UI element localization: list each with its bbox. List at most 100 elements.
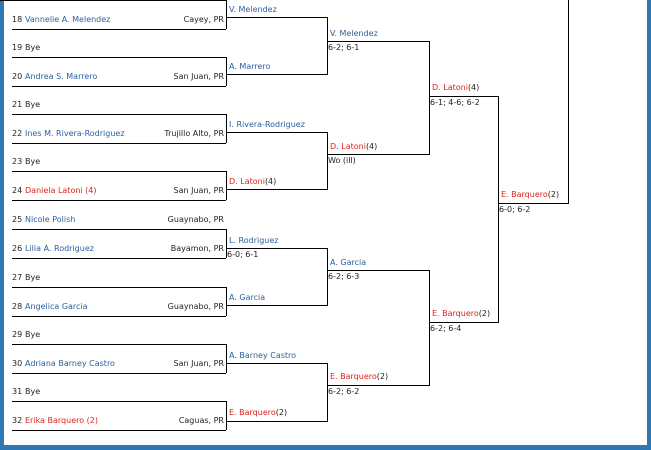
draw-line-number: 23 — [12, 157, 23, 166]
draw-line-number: 30 — [12, 359, 23, 368]
match-connector — [429, 41, 430, 155]
frame-border-left — [0, 0, 4, 450]
match-score: 6-0; 6-2 — [499, 205, 531, 214]
player-name[interactable]: Adriana Barney Castro — [25, 359, 115, 368]
draw-line-number: 18 — [12, 15, 23, 24]
winner-name[interactable]: I. Rivera-Rodriguez — [229, 120, 305, 129]
player-location: Guaynabo, PR — [167, 302, 224, 311]
result-line — [226, 189, 327, 190]
entry-line — [12, 114, 226, 115]
result-line — [226, 74, 327, 75]
player-location: San Juan, PR — [173, 72, 224, 81]
match-score: 6-2; 6-4 — [430, 324, 462, 333]
match-score: 6-1; 4-6; 6-2 — [430, 98, 480, 107]
entry-line — [12, 373, 226, 374]
player-name: Bye — [25, 387, 41, 396]
entry-line — [12, 430, 226, 431]
winner-name[interactable]: D. Latoni(4) — [330, 142, 378, 151]
player-location: Guaynabo, PR — [167, 215, 224, 224]
draw-line-number: 32 — [12, 416, 23, 425]
player-name[interactable]: Daniela Latoni (4) — [25, 186, 97, 195]
player-location: Caguas, PR — [178, 416, 224, 425]
draw-line-number: 29 — [12, 330, 23, 339]
winner-name[interactable]: A. Marrero — [229, 62, 271, 71]
entry-line — [12, 287, 226, 288]
match-connector — [226, 344, 227, 373]
winner-name[interactable]: L. Rodriguez — [229, 236, 279, 245]
player-name: Bye — [25, 100, 41, 109]
player-name[interactable]: Ines M. Rivera-Rodriguez — [25, 129, 125, 138]
player-name[interactable]: Angelica Garcia — [25, 302, 88, 311]
winner-name[interactable]: E. Barquero(2) — [432, 309, 491, 318]
match-connector — [327, 132, 328, 190]
result-line — [226, 17, 327, 18]
result-line — [429, 96, 498, 97]
winner-name[interactable]: A. Barney Castro — [229, 351, 297, 360]
winner-name[interactable]: A. Garcia — [229, 293, 266, 302]
match-connector — [226, 57, 227, 86]
player-name[interactable]: Erika Barquero (2) — [25, 416, 98, 425]
entry-line — [12, 229, 226, 230]
match-score: 6-2; 6-2 — [328, 387, 360, 396]
winner-name[interactable]: V. Melendez — [330, 29, 378, 38]
winner-name[interactable]: E. Barquero(2) — [501, 190, 560, 199]
result-line — [226, 132, 327, 133]
match-score: 6-0; 6-1 — [227, 250, 259, 259]
entry-line — [12, 316, 226, 317]
result-line — [327, 41, 429, 42]
match-connector — [327, 363, 328, 422]
player-name: Bye — [25, 330, 41, 339]
draw-line-number: 25 — [12, 215, 23, 224]
entry-line — [12, 29, 226, 30]
result-line — [226, 305, 327, 306]
match-connector — [226, 171, 227, 200]
frame-border-bottom — [0, 445, 651, 450]
player-name[interactable]: Andrea S. Marrero — [25, 72, 98, 81]
player-name: Bye — [25, 273, 41, 282]
player-name: Bye — [25, 43, 41, 52]
winner-name[interactable]: A. Garcia — [330, 258, 367, 267]
result-line — [498, 203, 568, 204]
entry-line — [12, 401, 226, 402]
player-location: Cayey, PR — [183, 15, 224, 24]
entry-line — [12, 57, 226, 58]
player-name[interactable]: Lilia A. Rodriguez — [25, 244, 94, 253]
winner-name[interactable]: D. Latoni(4) — [432, 83, 480, 92]
draw-line-number: 28 — [12, 302, 23, 311]
match-connector — [498, 96, 499, 323]
result-line — [327, 154, 429, 155]
entry-line — [12, 258, 226, 259]
player-name[interactable]: Vannelie A. Melendez — [25, 15, 111, 24]
match-connector — [429, 270, 430, 386]
match-connector — [226, 114, 227, 143]
match-score: 6-2; 6-3 — [328, 272, 360, 281]
winner-name[interactable]: E. Barquero(2) — [330, 372, 389, 381]
draw-line-number: 21 — [12, 100, 23, 109]
result-line — [429, 322, 498, 323]
player-location: San Juan, PR — [173, 186, 224, 195]
player-location: Bayamon, PR — [170, 244, 224, 253]
result-line — [327, 385, 429, 386]
player-name[interactable]: Nicole Polish — [25, 215, 76, 224]
match-connector — [568, 0, 569, 204]
match-score: 6-2; 6-1 — [328, 43, 360, 52]
winner-name[interactable]: D. Latoni(4) — [229, 177, 277, 186]
match-connector — [226, 287, 227, 316]
match-connector — [327, 17, 328, 75]
draw-line-number: 22 — [12, 129, 23, 138]
entry-line — [0, 0, 226, 1]
entry-line — [12, 86, 226, 87]
entry-line — [12, 171, 226, 172]
winner-name[interactable]: V. Melendez — [229, 5, 277, 14]
draw-line-number: 24 — [12, 186, 23, 195]
result-line — [327, 270, 429, 271]
draw-line-number: 31 — [12, 387, 23, 396]
result-line — [226, 421, 327, 422]
match-connector — [226, 0, 227, 29]
draw-line-number: 19 — [12, 43, 23, 52]
winner-name[interactable]: E. Barquero(2) — [229, 408, 288, 417]
result-line — [226, 363, 327, 364]
entry-line — [12, 143, 226, 144]
frame-border-right — [647, 0, 651, 450]
